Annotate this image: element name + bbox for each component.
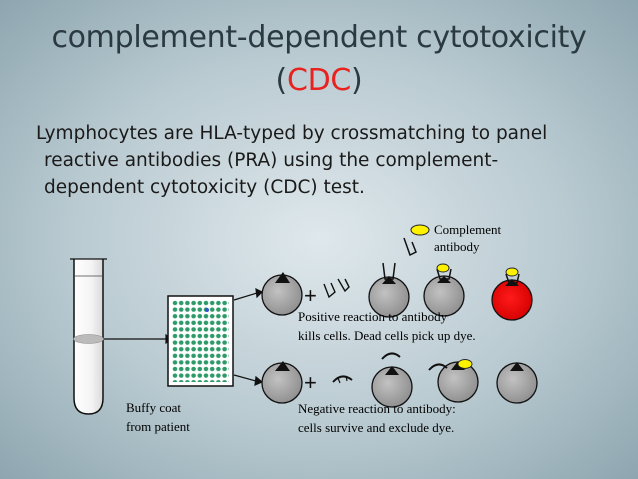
tube-label-line2: from patient <box>126 419 190 434</box>
complement-icon <box>457 359 473 369</box>
test-tube <box>70 258 107 415</box>
positive-row: + <box>261 262 533 321</box>
complement-icon <box>410 224 430 236</box>
antibody-icon-positive <box>323 282 336 299</box>
slide-title-line2: (CDC) <box>0 63 638 98</box>
negative-text-line1: Negative reaction to antibody: <box>298 401 456 416</box>
description-line2: reactive antibodies (PRA) using the comp… <box>44 150 499 171</box>
plate-marked-well <box>205 308 209 312</box>
legend-antibody: antibody <box>434 239 480 254</box>
positive-text-line2: kills cells. Dead cells pick up dye. <box>298 328 476 343</box>
title-paren-close: ) <box>351 63 363 98</box>
negative-row: + <box>261 352 538 408</box>
description-line1: Lymphocytes are HLA-typed by crossmatchi… <box>36 123 548 144</box>
legend-icons <box>403 224 430 257</box>
positive-text-line1: Positive reaction to antibody <box>298 309 448 324</box>
bound-antibody-icon <box>382 262 396 280</box>
complement-icon <box>436 263 450 273</box>
slide-title-line1: complement-dependent cytotoxicity <box>51 20 587 55</box>
buffy-coat-band <box>73 334 104 344</box>
description-line3: dependent cytotoxicity (CDC) test. <box>44 177 365 198</box>
tube-label-line1: Buffy coat <box>126 400 181 415</box>
arrow-to-positive-head <box>255 287 264 299</box>
antigen-marker <box>275 272 290 283</box>
antibody-icon-positive-2 <box>337 278 350 293</box>
plus-sign-negative: + <box>304 370 317 395</box>
legend-complement: Complement <box>434 222 502 237</box>
antibody-icon <box>403 237 417 257</box>
microplate <box>167 295 234 387</box>
title-acronym: CDC <box>286 63 352 98</box>
antibody-icon-negative <box>332 375 353 383</box>
description: Lymphocytes are HLA-typed by crossmatchi… <box>36 120 596 201</box>
negative-text-line2: cells survive and exclude dye. <box>298 420 454 435</box>
complement-icon <box>505 267 519 277</box>
plus-sign-positive: + <box>304 283 317 308</box>
arrow-to-negative-head <box>254 375 264 386</box>
title-paren-open: ( <box>275 63 288 98</box>
